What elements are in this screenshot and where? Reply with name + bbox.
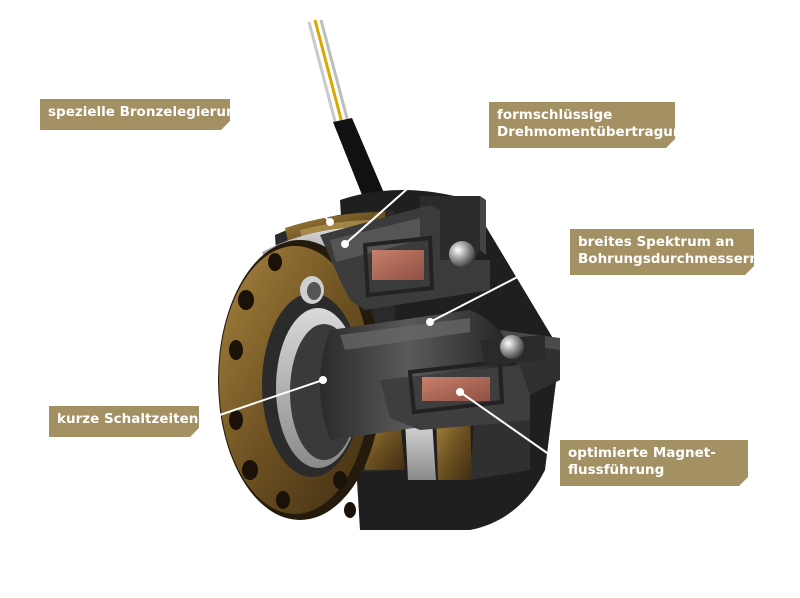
label-bronze-alloy-text: spezielle Bronzelegierung (48, 104, 246, 120)
label-bore-diameters: breites Spektrum an Bohrungsdurchmessern (570, 229, 754, 275)
label-torque-line-2: Drehmomentübertragung (497, 124, 693, 140)
label-magnetic-flux: optimierte Magnet- flussführung (560, 440, 748, 486)
lower-bearing-ball (500, 335, 524, 359)
label-torque-line-1: formschlüssige (497, 107, 613, 123)
leader-line-torque-b (344, 189, 407, 245)
label-bronze-alloy: spezielle Bronzelegierung (40, 99, 230, 130)
connection-cable (307, 19, 387, 205)
leader-line-torque (405, 124, 490, 191)
upper-section (320, 205, 490, 310)
leader-dot-magnet (456, 388, 464, 396)
leader-line-magnet (459, 391, 561, 463)
leader-lines (198, 113, 571, 463)
label-magnet-line-2: flussführung (568, 462, 665, 478)
label-torque-transmission: formschlüssige Drehmomentübertragung (489, 102, 675, 148)
lower-magnet-coil (422, 377, 490, 401)
leader-line-bronze (229, 113, 331, 223)
label-bore-line-1: breites Spektrum an (578, 234, 735, 250)
label-switching-times-text: kurze Schaltzeiten (57, 411, 199, 427)
leader-dot-switch (319, 376, 327, 384)
leader-dot-bronze (326, 218, 334, 226)
leader-line-switch (198, 379, 324, 423)
upper-bearing-ball (449, 241, 475, 267)
label-switching-times: kurze Schaltzeiten (49, 406, 199, 437)
leader-dot-bore (426, 318, 434, 326)
label-bore-line-2: Bohrungsdurchmessern (578, 251, 760, 267)
leader-dot-torque (341, 240, 349, 248)
label-magnet-line-1: optimierte Magnet- (568, 445, 716, 461)
leader-line-bore (429, 249, 571, 323)
upper-magnet-coil (372, 250, 424, 280)
